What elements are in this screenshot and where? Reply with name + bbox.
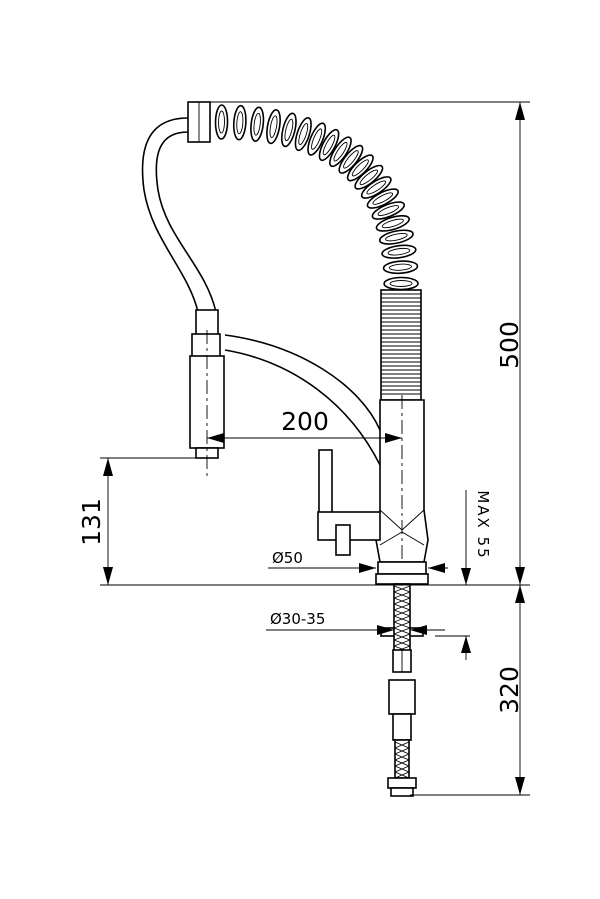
spring-coil-inner	[322, 134, 336, 156]
dimension-hose-length-label: 320	[495, 666, 524, 714]
spring-coil-inner	[359, 169, 379, 185]
coil-spring	[214, 104, 419, 291]
dimension-base-diameter-label: Ø50	[272, 549, 303, 567]
dimension-spray-height: 131	[77, 457, 200, 585]
braid-hatch	[393, 603, 411, 611]
braid-hatch	[394, 753, 410, 761]
dimension-total-height-label: 500	[495, 321, 524, 369]
braid-hatch	[393, 621, 411, 629]
braid-hatch	[394, 741, 410, 749]
dimension-hose-length: 320	[410, 585, 530, 796]
braid-hatch	[393, 591, 411, 599]
spring-coil	[378, 229, 414, 245]
spring-coil	[266, 109, 281, 145]
dimension-spray-height-label: 131	[77, 498, 106, 546]
spring-coil	[294, 117, 312, 152]
spring-coil-inner	[253, 112, 261, 136]
mixer-lever	[317, 449, 381, 556]
spring-coil	[371, 201, 406, 220]
spring-coil-inner	[381, 218, 404, 229]
dimension-hole-diameter: Ø30-35	[266, 610, 445, 635]
base-and-shank	[375, 561, 429, 673]
dimension-spout-reach-label: 200	[281, 407, 329, 436]
dimension-max-thickness: MAX 55	[435, 490, 492, 660]
faucet-body	[375, 395, 429, 575]
braid-hatch	[393, 639, 411, 647]
spring-coil	[318, 128, 340, 162]
braid-hatch	[393, 615, 411, 623]
corrugated-neck	[380, 289, 422, 401]
spring-coil	[232, 104, 247, 141]
spring-coil-inner	[351, 159, 369, 177]
braid-hatch	[394, 759, 410, 767]
spring-coil-inner	[387, 247, 411, 256]
spring-coil	[250, 106, 265, 142]
dimension-total-height: 500	[210, 101, 530, 585]
spring-coil-inner	[343, 150, 359, 169]
spring-coil-inner	[333, 141, 348, 162]
spring-head-collar	[187, 101, 211, 143]
braid-hatch	[393, 609, 411, 617]
dimension-spout-reach: 200	[207, 407, 402, 443]
spring-coil-inner	[218, 110, 225, 134]
spring-coil-inner	[269, 115, 278, 138]
spring-coil-inner	[236, 111, 244, 135]
braid-hatch	[393, 627, 411, 635]
spray-handle	[189, 309, 225, 480]
spring-coil	[383, 276, 419, 291]
spring-coil-inner	[389, 280, 413, 287]
spring-coil-inner	[385, 232, 408, 242]
braid-hatch	[394, 771, 410, 779]
spring-coil	[375, 215, 410, 232]
braided-supply-hose	[387, 679, 417, 797]
spring-coil-inner	[372, 192, 394, 205]
spring-coil-inner	[389, 263, 412, 271]
braid-hatch	[393, 585, 411, 593]
braid-hatch	[393, 633, 411, 641]
spout-hose-to-spray	[224, 334, 381, 466]
spring-coil	[381, 244, 417, 259]
pull-out-hose	[141, 117, 217, 313]
spring-coil-inner	[377, 205, 400, 216]
spring-coil-inner	[298, 123, 309, 145]
spring-coil-inner	[311, 128, 323, 150]
spring-coil-inner	[284, 118, 294, 142]
spring-coil	[366, 188, 399, 209]
spring-coil	[280, 112, 297, 148]
spring-coil	[382, 260, 419, 275]
dimension-max-thickness-label: MAX 55	[474, 490, 492, 559]
spring-coil	[307, 122, 327, 156]
spring-coil	[360, 176, 392, 199]
spring-coil	[214, 104, 229, 140]
braid-hatch	[393, 597, 411, 605]
spring-coil-inner	[366, 180, 387, 195]
dimension-base-diameter: Ø50	[268, 549, 448, 573]
spring-coil	[329, 136, 352, 168]
braid-hatch	[394, 765, 410, 773]
braid-hatch	[394, 747, 410, 755]
dimension-hole-diameter-label: Ø30-35	[270, 610, 325, 628]
